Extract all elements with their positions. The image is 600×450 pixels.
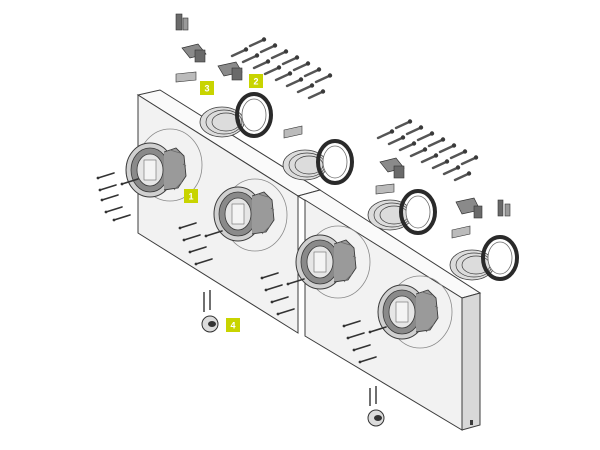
callout-4-label: 4 [230, 321, 235, 331]
panel-notch [470, 420, 473, 425]
callout-3-label: 3 [204, 84, 209, 94]
hinge-brackets [175, 13, 511, 239]
dome-cap-right [367, 386, 385, 427]
callout-2-label: 2 [253, 77, 258, 87]
callout-1: 1 [184, 189, 198, 203]
callout-1-label: 1 [188, 192, 193, 202]
dome-cap-left [201, 290, 219, 333]
callout-2: 2 [249, 74, 263, 88]
callout-4: 4 [226, 318, 240, 332]
callout-3: 3 [200, 81, 214, 95]
mounting-screws-left [230, 36, 334, 100]
